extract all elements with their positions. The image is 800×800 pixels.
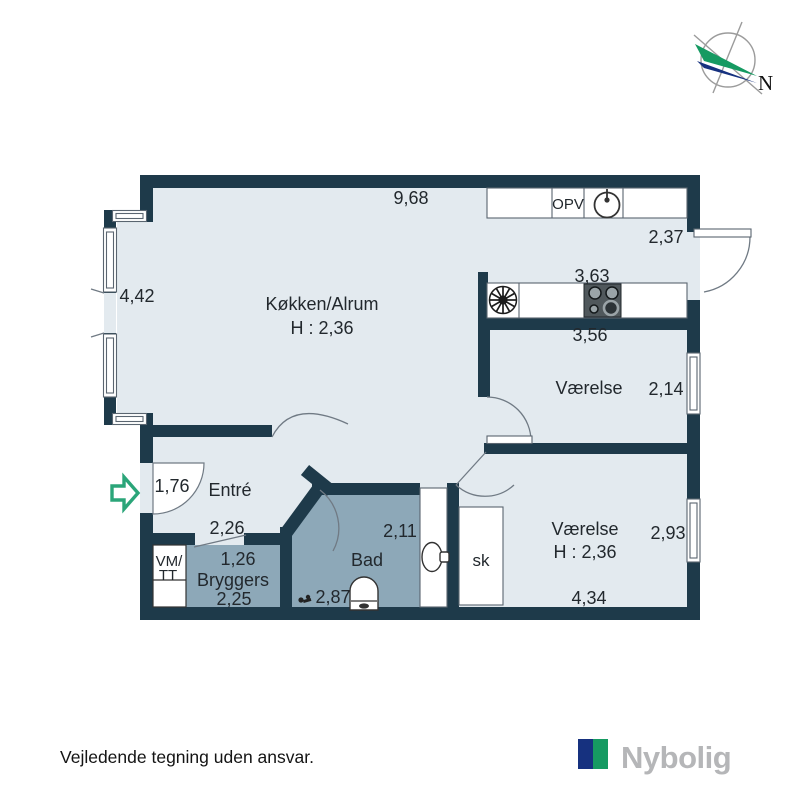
window-bay-left-1 [102, 227, 118, 293]
dim-entry-door: 1,76 [154, 476, 189, 496]
dim-bath-depth: 2,11 [383, 521, 417, 541]
compass-needle-green [695, 44, 757, 76]
bedroom1-door [486, 396, 533, 445]
room-bedroom2-label: Værelse [551, 519, 618, 539]
extractor-fan-icon [488, 285, 518, 315]
window-bay-top [111, 209, 148, 223]
dim-bedroom2-width: 4,34 [571, 588, 606, 608]
kitchen-door-arc [271, 412, 349, 438]
dim-kitchen-counter-bottom: 3,56 [572, 325, 607, 345]
room-kitchen-ceiling: H : 2,36 [290, 318, 353, 338]
toilet-icon [349, 576, 379, 611]
entry-door [152, 462, 205, 515]
disclaimer-text: Vejledende tegning uden ansvar. [60, 747, 314, 767]
appliance-dryer-label: TT [159, 567, 177, 584]
stove-icon [583, 283, 622, 318]
bath-vanity [419, 487, 450, 608]
doors [90, 228, 752, 552]
entrance-arrow-icon [110, 472, 141, 514]
right-exterior-door [693, 228, 752, 293]
windows [102, 209, 701, 563]
dim-bath-width: 2,87 [315, 587, 350, 607]
sink-icon [593, 189, 621, 219]
window-bay-bottom [111, 412, 148, 426]
opening-bay-door [104, 293, 116, 333]
brand-wordmark: Nybolig [621, 740, 731, 775]
appliance-dishwasher-label: OPV [552, 196, 584, 213]
dim-top-width: 9,68 [393, 188, 428, 208]
opening-entry-door [140, 463, 153, 513]
closet-sk [458, 506, 504, 606]
floor-utility [186, 545, 280, 607]
footer: Vejledende tegning uden ansvar. Nybolig [60, 739, 732, 775]
plan-labels: 9,68 2,37 3,63 3,56 4,42 Køkken/Alrum H … [119, 188, 685, 609]
compass-rose: N [693, 21, 773, 95]
dim-bedroom2-depth: 2,93 [650, 523, 685, 543]
bay-door-leaf-bottom [90, 332, 105, 338]
room-entry-label: Entré [208, 480, 251, 500]
room-kitchen-label: Køkken/Alrum [265, 294, 378, 314]
bay-door-leaf-top [90, 288, 105, 294]
dim-utility-opening: 1,26 [220, 549, 255, 569]
window-bedroom1 [686, 352, 701, 415]
compass-needle-navy [697, 61, 757, 83]
room-bath-label: Bad [351, 550, 383, 570]
dim-entry-width: 2,26 [209, 518, 244, 538]
opening-right-door [687, 232, 700, 300]
logo-square-navy [578, 739, 593, 769]
logo-square-green [593, 739, 608, 769]
dim-right-entry-door: 2,37 [648, 227, 683, 247]
compass-circle [700, 32, 756, 88]
kitchen-counter-top [486, 187, 688, 219]
bedroom2-door [455, 451, 515, 497]
room-utility-label: Bryggers [197, 570, 269, 590]
dim-bedroom1-depth: 2,14 [648, 379, 683, 399]
washer-dryer-box [152, 544, 187, 608]
dim-kitchen-counter-top: 3,63 [574, 266, 609, 286]
nybolig-logo: Nybolig [578, 739, 732, 775]
compass-north-label: N [758, 71, 773, 95]
washbasin-icon [421, 541, 450, 573]
window-bedroom2 [686, 498, 701, 563]
wall-diagonal-hall [300, 464, 336, 497]
kitchen-counter-bottom [486, 282, 688, 319]
closet-label: sk [473, 551, 491, 570]
floor-bath [292, 492, 420, 607]
compass-axis-1 [712, 21, 743, 94]
dim-bay-width: 4,42 [119, 286, 154, 306]
room-bedroom2-ceiling: H : 2,36 [553, 542, 616, 562]
wall-bath-chamfer [280, 484, 325, 537]
window-bay-left-2 [102, 333, 118, 398]
room-bedroom1-label: Værelse [555, 378, 622, 398]
walls [104, 175, 700, 620]
floor-bay [117, 222, 153, 413]
utility-door-leaf [193, 534, 247, 548]
floor-drain-icon [298, 594, 312, 603]
appliance-washer-label: VM/ [156, 553, 184, 570]
dim-utility-width: 2,25 [216, 589, 251, 609]
bath-door-arc [319, 489, 340, 552]
